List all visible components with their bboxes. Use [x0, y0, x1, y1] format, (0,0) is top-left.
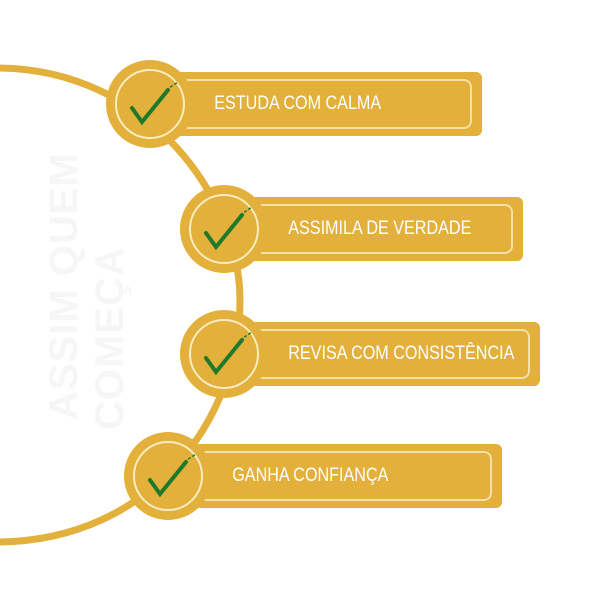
step-1: ESTUDA COM CALMA [106, 60, 482, 148]
step-label: ASSIMILA DE VERDADE [288, 218, 472, 239]
step-4: GANHA CONFIANÇA [124, 432, 502, 520]
step-label: GANHA CONFIANÇA [232, 465, 389, 486]
check-icon [180, 185, 268, 273]
background-text-1: ASSIM QUEM [42, 152, 86, 420]
check-icon [180, 310, 268, 398]
step-label: ESTUDA COM CALMA [214, 93, 382, 114]
check-icon [106, 60, 194, 148]
step-2: ASSIMILA DE VERDADE [180, 185, 523, 273]
background-text-2: COMEÇA [88, 246, 132, 430]
check-icon [124, 432, 212, 520]
step-label: REVISA COM CONSISTÊNCIA [288, 343, 515, 364]
step-3: REVISA COM CONSISTÊNCIA [180, 310, 540, 398]
